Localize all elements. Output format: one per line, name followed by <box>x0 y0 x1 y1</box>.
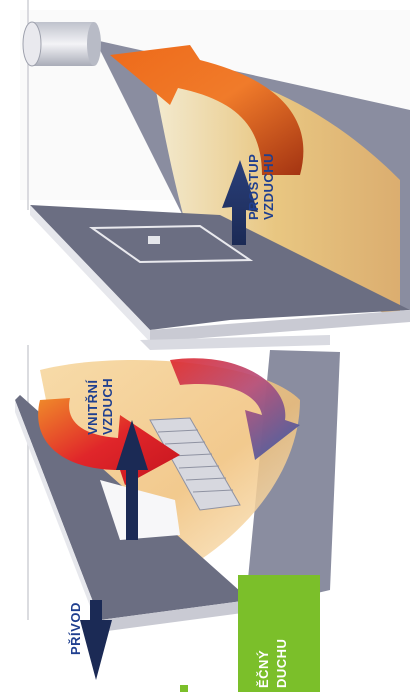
internal-air-label-line1: VNITŘNÍ <box>85 380 100 436</box>
green-banner: ĚČNÝ DUCHU <box>238 575 320 692</box>
internal-air-label-line2: VZDUCH <box>100 378 115 435</box>
exhaust-vent-pipe <box>23 22 101 66</box>
supply-label: PŘÍVOD <box>68 602 83 655</box>
green-marker <box>180 685 188 692</box>
air-passage-label: PROSTUP VZDUCHU <box>246 153 276 220</box>
internal-air-label: VNITŘNÍ VZDUCH <box>85 378 115 435</box>
supply-label-text: PŘÍVOD <box>68 602 83 655</box>
air-passage-label-line1: PROSTUP <box>246 154 261 220</box>
banner-text-line1: ĚČNÝ <box>256 650 271 688</box>
upper-floor-device <box>148 236 160 244</box>
banner-text-line2: DUCHU <box>274 639 289 688</box>
air-passage-label-line2: VZDUCHU <box>261 153 276 220</box>
